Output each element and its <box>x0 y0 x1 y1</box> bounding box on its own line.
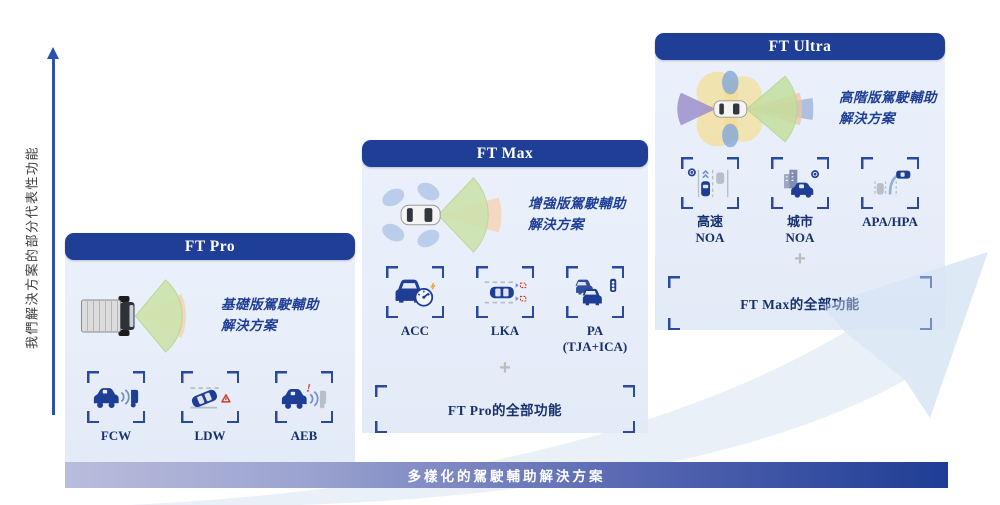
aeb-icon: ! <box>281 382 327 409</box>
ft-pro-description: 基礎版駕駛輔助 解決方案 <box>221 295 319 337</box>
car-360-sensor-cones-illustration <box>677 70 814 148</box>
ft-ultra-features: 高速 NOA <box>655 157 945 246</box>
ft-max-header: FT Max <box>362 140 648 167</box>
feature-city-noa: 城市 NOA <box>770 157 830 246</box>
highway-noa-frame <box>681 157 739 209</box>
svg-text:!: ! <box>305 382 312 395</box>
ft-ultra-card: FT Ultra <box>655 33 945 330</box>
ft-max-desc-line2: 解決方案 <box>528 217 584 232</box>
ft-ultra-description: 高階版駕駛輔助 解決方案 <box>839 88 937 130</box>
ft-ultra-sensor-row: 高階版駕駛輔助 解決方案 <box>655 67 945 151</box>
aeb-label: AEB <box>290 428 318 443</box>
apa-hpa-label: APA/HPA <box>862 214 918 229</box>
city-noa-icon <box>784 169 820 198</box>
fcw-icon <box>93 388 139 408</box>
ft-ultra-desc-line2: 解決方案 <box>839 111 895 126</box>
ft-max-description: 增強版駕駛輔助 解決方案 <box>528 194 626 236</box>
vertical-axis-label: 我們解決方案的部分代表性功能 <box>24 146 40 350</box>
truck-sensor-cones-illustration <box>81 279 187 353</box>
feature-aeb: ! AEB <box>274 371 334 444</box>
ft-pro-body: 基礎版駕駛輔助 解決方案 <box>65 253 355 462</box>
feature-apa-hpa: APA/HPA <box>860 157 920 246</box>
acc-label: ACC <box>400 323 430 338</box>
ft-max-includes-label: FT Pro的全部功能 <box>447 403 563 418</box>
aeb-frame: ! <box>275 371 333 423</box>
apa-hpa-parking-icon <box>874 170 911 197</box>
ft-pro-desc-line2: 解決方案 <box>221 318 277 333</box>
highway-noa-icon <box>687 168 729 198</box>
fcw-label: FCW <box>100 428 132 443</box>
ft-pro-card: FT Pro 基礎版駕駛輔助 解決方案 <box>65 233 355 462</box>
lka-icon <box>484 281 527 304</box>
ft-ultra-header: FT Ultra <box>655 33 945 60</box>
ft-pro-features: FCW <box>65 371 355 444</box>
acc-frame <box>386 266 444 318</box>
vertical-axis-arrowhead-icon <box>47 47 59 59</box>
bottom-summary-bar: 多樣化的駕駛輔助解決方案 <box>65 462 948 488</box>
ft-max-card: FT Max 增強版駕駛輔助 解決方案 <box>362 140 648 433</box>
apa-hpa-frame <box>861 157 919 209</box>
highway-noa-label: 高速 NOA <box>695 214 725 245</box>
ldw-label: LDW <box>194 428 226 443</box>
ft-max-title: FT Max <box>476 144 534 162</box>
ft-max-includes-frame: FT Pro的全部功能 <box>375 385 635 433</box>
car-sensor-cones-illustration <box>382 177 502 253</box>
feature-highway-noa: 高速 NOA <box>680 157 740 246</box>
ft-ultra-title: FT Ultra <box>768 37 832 55</box>
ft-pro-header: FT Pro <box>65 233 355 260</box>
fcw-frame <box>87 371 145 423</box>
bottom-summary-label: 多樣化的駕駛輔助解決方案 <box>407 469 606 484</box>
feature-ldw: LDW <box>180 371 240 444</box>
feature-pa: PA (TJA+ICA) <box>562 266 628 355</box>
pa-traffic-jam-icon <box>575 278 617 306</box>
ft-ultra-includes-label: FT Max的全部功能 <box>740 297 860 312</box>
ft-max-sensor-row: 增強版駕駛輔助 解決方案 <box>362 172 648 258</box>
ft-max-body: 增強版駕駛輔助 解決方案 <box>362 160 648 433</box>
ft-max-desc-line1: 增強版駕駛輔助 <box>528 196 626 212</box>
lka-frame <box>476 266 534 318</box>
ft-ultra-desc-line1: 高階版駕駛輔助 <box>839 90 937 106</box>
ldw-icon <box>190 387 231 409</box>
feature-acc: ACC <box>385 266 445 355</box>
ft-max-plus-sign: + <box>499 357 511 379</box>
pa-frame <box>566 266 624 318</box>
pa-label: PA (TJA+ICA) <box>562 323 628 354</box>
ft-pro-title: FT Pro <box>184 237 236 255</box>
vertical-axis-line <box>52 58 55 415</box>
ft-pro-sensor-row: 基礎版駕駛輔助 解決方案 <box>65 270 355 362</box>
city-noa-label: 城市 NOA <box>785 214 815 245</box>
lka-label: LKA <box>490 323 520 338</box>
ldw-frame <box>181 371 239 423</box>
ft-ultra-plus-sign: + <box>794 248 806 270</box>
ft-ultra-includes-frame: FT Max的全部功能 <box>668 276 932 330</box>
acc-icon <box>395 279 436 307</box>
feature-lka: LKA <box>475 266 535 355</box>
ft-ultra-body: 高階版駕駛輔助 解決方案 <box>655 53 945 330</box>
ft-pro-desc-line1: 基礎版駕駛輔助 <box>221 297 319 313</box>
city-noa-frame <box>771 157 829 209</box>
ft-max-features: ACC <box>362 266 648 355</box>
feature-fcw: FCW <box>86 371 146 444</box>
